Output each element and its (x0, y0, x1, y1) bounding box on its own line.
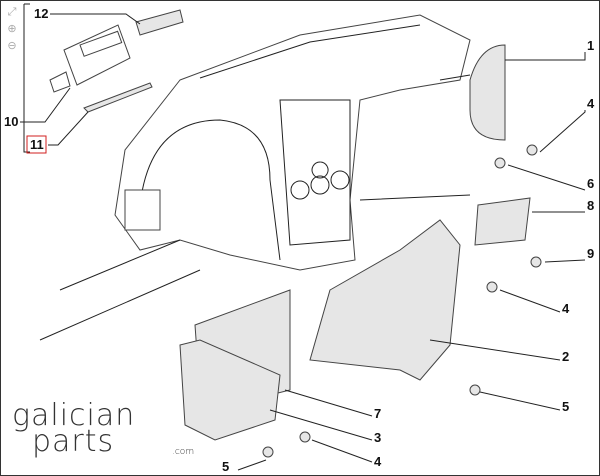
logo-line2: parts (32, 424, 115, 459)
callout-9[interactable]: 9 (587, 246, 594, 261)
callout-highlight (26, 135, 47, 154)
logo-line1: galician (12, 398, 136, 433)
callout-12[interactable]: 12 (34, 6, 48, 21)
part-8 (474, 197, 531, 246)
callout-4[interactable]: 4 (562, 301, 570, 316)
callout-5[interactable]: 5 (562, 399, 569, 414)
logo-suffix: .com (172, 447, 195, 457)
part-1 (469, 44, 506, 141)
zoom-out-icon[interactable]: ⊖ (7, 40, 17, 52)
callout-4[interactable]: 4 (374, 454, 382, 469)
part-11 (83, 82, 153, 113)
part-10 (63, 24, 131, 86)
part-3 (179, 339, 281, 441)
callout-11[interactable]: 11 (30, 137, 44, 152)
fit-icon[interactable]: ⤢ (7, 6, 17, 18)
watermark-logo: galician parts .com (12, 398, 198, 463)
callout-10[interactable]: 10 (4, 114, 18, 129)
screws (262, 144, 542, 458)
part-2 (309, 219, 461, 381)
callout-1[interactable]: 1 (587, 38, 594, 53)
zoom-in-icon[interactable]: ⊕ (7, 23, 17, 35)
callout-3[interactable]: 3 (374, 430, 381, 445)
part-12 (135, 9, 184, 36)
viewer-toolbar: ⤢ ⊕ ⊖ (5, 5, 21, 56)
callout-7[interactable]: 7 (374, 406, 381, 421)
callout-2[interactable]: 2 (562, 349, 569, 364)
callout-8[interactable]: 8 (587, 198, 594, 213)
callout-4[interactable]: 4 (587, 96, 595, 111)
callout-5[interactable]: 5 (222, 459, 229, 474)
subassembly-bracket (23, 3, 30, 153)
dashboard (114, 14, 471, 271)
callout-6[interactable]: 6 (587, 176, 594, 191)
